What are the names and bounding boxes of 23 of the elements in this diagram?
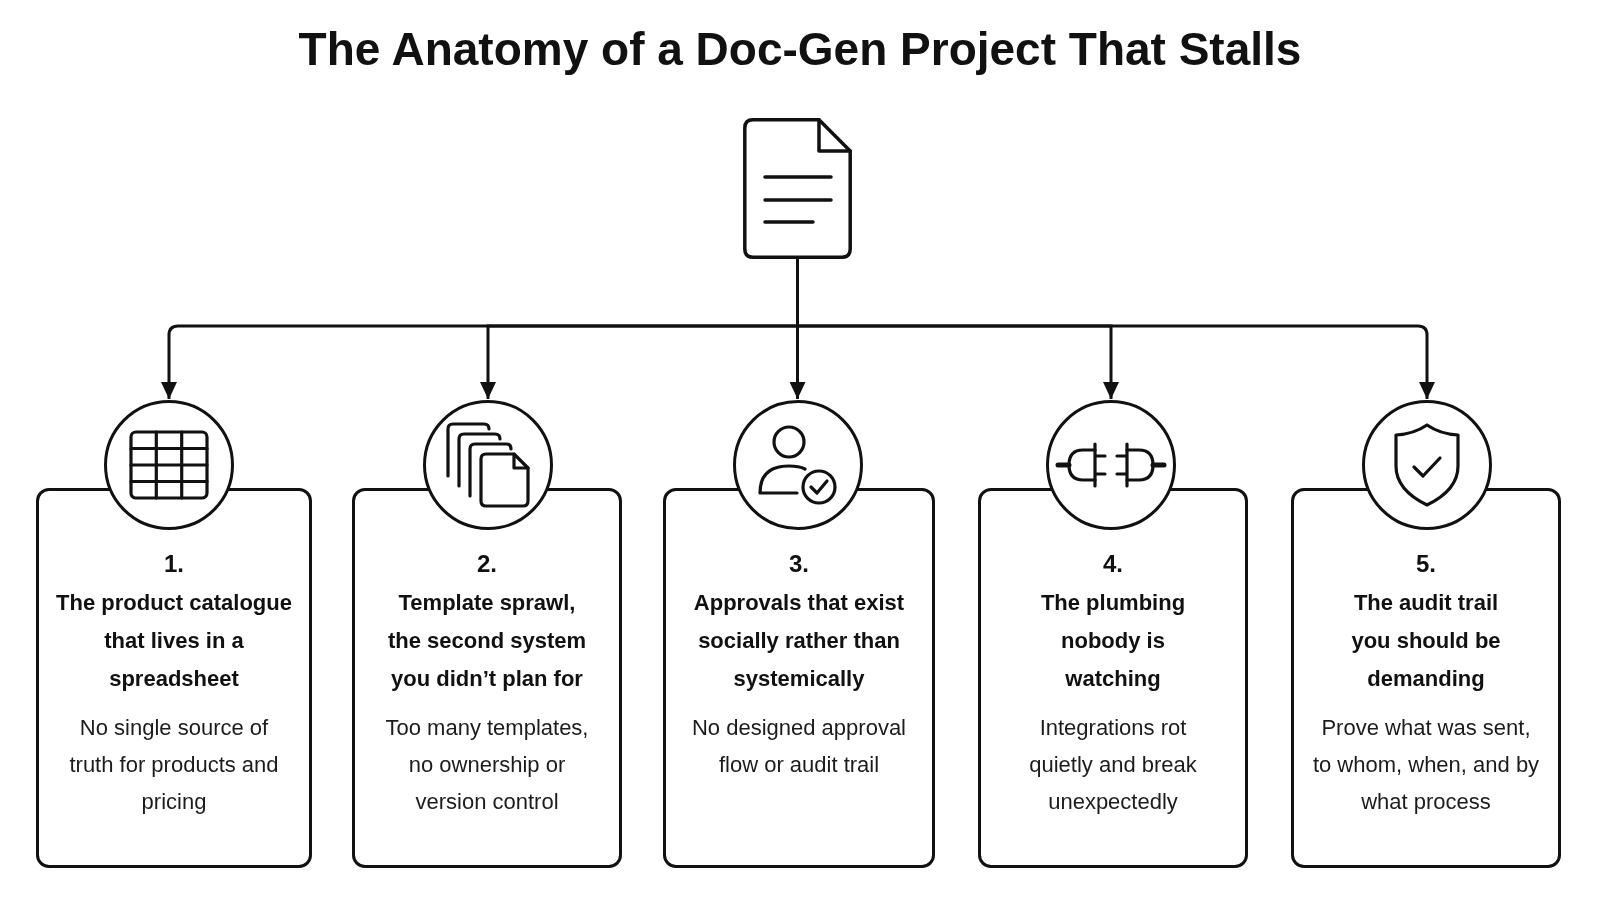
info-card — [663, 488, 935, 868]
document-icon — [743, 118, 852, 259]
card-description: Too many templates, no ownership or version control — [384, 714, 590, 816]
card-heading: Template sprawl, the second system you didn’t plan for — [386, 589, 588, 693]
card-description: No designed approval flow or audit trail — [690, 714, 907, 779]
step-number: 3. — [788, 549, 810, 579]
step-number: 2. — [476, 549, 498, 579]
card-heading: The audit trail you should be demanding — [1350, 589, 1502, 693]
info-card — [352, 488, 622, 868]
card-description: Integrations rot quietly and break unexpectedly — [1028, 714, 1198, 816]
step-number: 4. — [1102, 549, 1124, 579]
step-number: 5. — [1415, 549, 1437, 579]
card-heading: The product catalogue that lives in a spreadsheet — [55, 589, 293, 693]
step-number: 1. — [163, 549, 185, 579]
diagram-title: The Anatomy of a Doc-Gen Project That Stalls — [297, 22, 1303, 77]
card-description: No single source of truth for products and pricing — [68, 714, 280, 816]
info-card — [1291, 488, 1561, 868]
card-description: Prove what was sent, to whom, when, and by what process — [1311, 714, 1541, 816]
card-heading: The plumbing nobody is watching — [1039, 589, 1187, 693]
info-card — [36, 488, 312, 868]
card-heading: Approvals that exist socially rather than systemically — [692, 589, 906, 693]
info-card — [978, 488, 1248, 868]
arrow — [796, 259, 1435, 399]
